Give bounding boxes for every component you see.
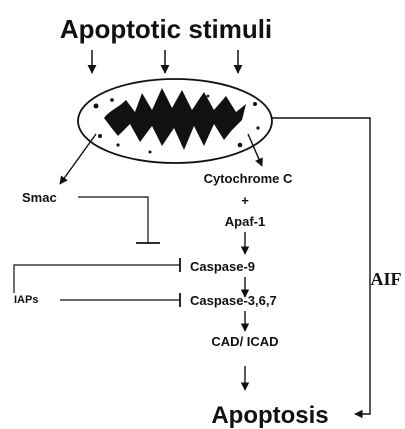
label-apaf1: Apaf-1 [225,214,265,229]
label-smac: Smac [22,190,57,205]
label-aif: AIF [371,269,402,289]
label-cad-icad: CAD/ ICAD [211,334,278,349]
label-caspase367: Caspase-3,6,7 [190,293,277,308]
label-cytochrome-c: Cytochrome C [204,171,293,186]
mitochondrion-icon [78,79,272,163]
label-iaps: IAPs [14,294,38,306]
label-plus: + [241,193,249,208]
aif-line [272,118,370,414]
label-caspase9: Caspase-9 [190,259,255,274]
smac-inhibition-line [78,197,148,243]
arrow-to-smac [60,134,96,184]
stimulus-arrows [92,50,238,73]
title-apoptotic-stimuli: Apoptotic stimuli [60,14,272,44]
label-apoptosis: Apoptosis [211,402,328,429]
iaps-to-caspase9-line [14,265,180,293]
